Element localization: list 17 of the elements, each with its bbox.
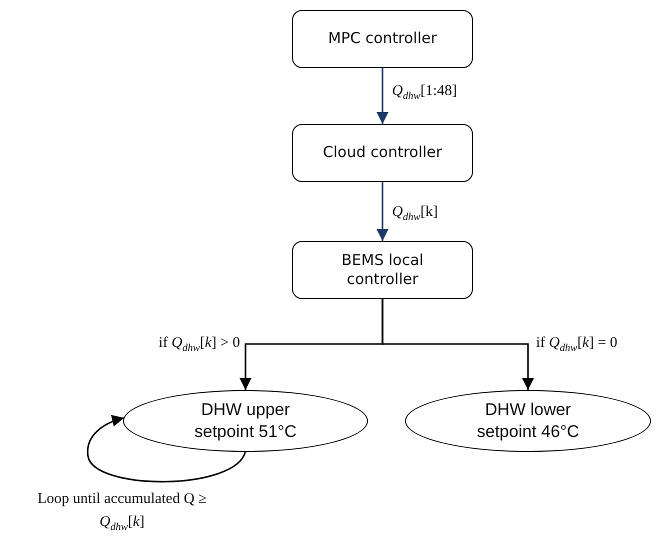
edge-label: Q$_{dhw}$[1:48] bbox=[392, 82, 458, 104]
process-box bbox=[292, 124, 473, 182]
edge-label: Loop until accumulated Q ≥ Q$_{dhw}$[k] bbox=[36, 490, 208, 534]
edge-label: if Q$_{dhw}$[k] > 0 bbox=[158, 334, 240, 356]
node-label: Cloud controller bbox=[322, 143, 442, 163]
edge-label: if Q$_{dhw}$[k] = 0 bbox=[536, 334, 618, 356]
edge-label: Q$_{dhw}$[k] bbox=[392, 203, 438, 225]
process-box bbox=[292, 241, 473, 299]
node-label: MPC controller bbox=[328, 29, 437, 49]
arrow bbox=[376, 68, 388, 124]
arrow bbox=[382, 299, 534, 390]
node-label: BEMS local controller bbox=[340, 250, 424, 290]
node-label: DHW upper setpoint 51°C bbox=[193, 398, 298, 443]
arrow bbox=[376, 182, 388, 241]
process-box bbox=[292, 10, 473, 68]
node-label: DHW lower setpoint 46°C bbox=[476, 398, 580, 443]
loop-arrow bbox=[86, 415, 246, 482]
